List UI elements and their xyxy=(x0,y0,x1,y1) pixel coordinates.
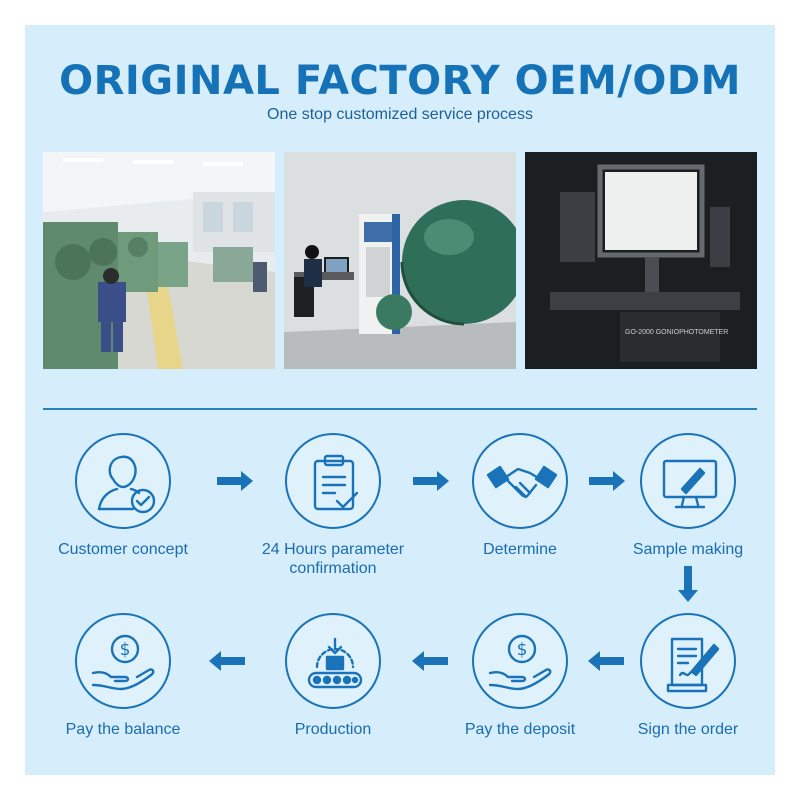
handshake-icon xyxy=(472,433,568,529)
arrow-down-icon xyxy=(678,566,698,602)
monitor-pen-icon xyxy=(640,433,736,529)
hand-coin-icon: $ xyxy=(75,613,171,709)
contract-pen-icon xyxy=(640,613,736,709)
integrating-sphere-photo xyxy=(284,152,516,369)
step-label: Sample making xyxy=(632,541,744,558)
arrow-left-icon xyxy=(209,651,245,671)
clipboard-check-icon xyxy=(285,433,381,529)
conveyor-gear-icon xyxy=(285,613,381,709)
factory-floor-photo xyxy=(43,152,275,369)
step-label: 24 Hours parameter confirmation xyxy=(261,541,405,577)
arrow-left-icon xyxy=(588,651,624,671)
step-label: Customer concept xyxy=(58,541,188,558)
goniophotometer-photo: GO-2000 GONIOPHOTOMETER xyxy=(525,152,757,369)
step-label: Pay the deposit xyxy=(464,721,576,738)
step-label: Production xyxy=(294,721,372,738)
step-label: Determine xyxy=(483,541,557,558)
arrow-right-icon xyxy=(217,471,253,491)
step-label: Sign the order xyxy=(637,721,739,738)
svg-text:$: $ xyxy=(517,640,528,660)
arrow-right-icon xyxy=(413,471,449,491)
svg-text:$: $ xyxy=(120,640,131,660)
page-subtitle: One stop customized service process xyxy=(267,106,533,123)
hand-coin-icon: $ xyxy=(472,613,568,709)
goniophotometer-label: GO-2000 GONIOPHOTOMETER xyxy=(625,329,728,336)
customer-check-icon xyxy=(75,433,171,529)
arrow-left-icon xyxy=(412,651,448,671)
page-title: ORIGINAL FACTORY OEM/ODM xyxy=(59,58,741,104)
section-divider xyxy=(43,408,757,410)
step-label: Pay the balance xyxy=(65,721,181,738)
arrow-right-icon xyxy=(589,471,625,491)
